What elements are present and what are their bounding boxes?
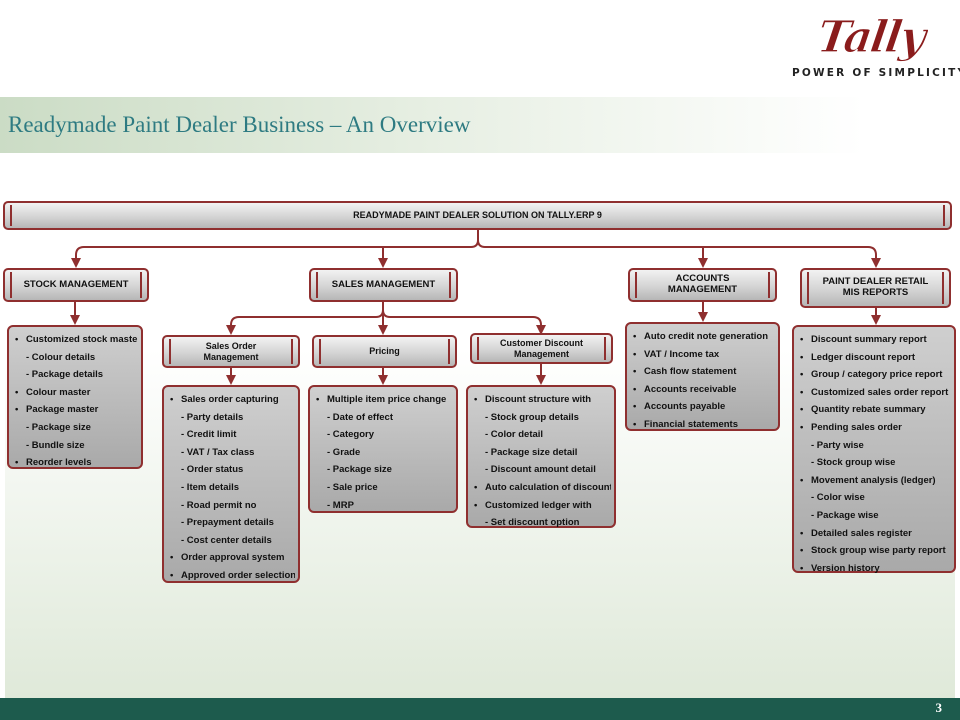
list-item: Order approval system [170,549,295,567]
list-subitem: - Package details [26,369,104,381]
list-subitem: - Package wise [811,509,879,521]
sales-order-list: Sales order capturing - Party details - Cr… [162,385,300,583]
list-subitem: - Party details [181,411,244,423]
customer-discount-list: Discount structure with - Stock group det… [466,385,616,528]
svg-text:Tally: Tally [818,11,928,63]
list-item: Multiple item price change [316,391,453,409]
list-item: Version history [800,560,951,578]
list-item: Customized stock master [15,331,138,349]
list-item: Pending sales order [800,419,951,437]
list-subitem: - Bundle size [26,439,85,451]
list-subitem: - Color wise [811,492,865,504]
list-item: Auto credit note generation [633,328,775,346]
list-subitem: - Party wise [811,439,864,451]
sales-order-management-header: Sales Order Management [162,335,300,368]
list-subitem: - Colour details [26,351,96,363]
list-item: Discount summary report [800,331,951,349]
list-item: Stock group wise party report [800,542,951,560]
list-item: Accounts payable [633,398,775,416]
list-subitem: - Road permit no [181,499,257,511]
list-subitem: - MRP [327,499,354,511]
list-subitem: - Prepayment details [181,517,274,529]
list-item: Accounts receivable [633,381,775,399]
list-subitem: - Package size [26,421,91,433]
list-item: Movement analysis (ledger) [800,472,951,490]
list-item: Package master [15,401,138,419]
page-number: 3 [935,700,943,715]
list-subitem: - Order status [181,464,244,476]
list-item: VAT / Income tax [633,346,775,364]
list-item: Ledger discount report [800,349,951,367]
footer-bar [0,698,960,720]
list-item: Auto calculation of discount [474,479,611,497]
list-subitem: - VAT / Tax class [181,446,255,458]
mis-reports-list: Discount summary reportLedger discount r… [792,325,956,574]
logo-tagline: POWER OF SIMPLICITY [792,67,960,79]
list-subitem: - Stock group details [485,411,579,423]
mis-reports-header: PAINT DEALER RETAIL MIS REPORTS [800,268,951,308]
pricing-header: Pricing [312,335,457,368]
list-subitem: - Package size detail [485,446,578,458]
list-subitem: - Category [327,429,374,441]
list-subitem: - Color detail [485,429,544,441]
list-item: Approved order selection [170,567,295,585]
accounts-list: Auto credit note generationVAT / Income … [625,322,780,431]
list-item: Customized sales order report [800,384,951,402]
list-item: Cash flow statement [633,363,775,381]
list-subitem: - Set discount option [485,517,580,529]
page-title: Readymade Paint Dealer Business – An Ove… [8,112,471,137]
list-item: Reorder levels [15,454,138,472]
list-item: Quantity rebate summary [800,401,951,419]
list-subitem: - Sale price [327,481,378,493]
list-item: Sales order capturing [170,391,295,409]
stock-management-list: Customized stock master - Colour details -… [7,325,143,469]
accounts-management-header: ACCOUNTS MANAGEMENT [628,268,777,302]
stock-management-header: STOCK MANAGEMENT [3,268,149,302]
root-solution-header: READYMADE PAINT DEALER SOLUTION ON TALLY… [3,201,952,230]
list-subitem: - Discount amount detail [485,464,596,476]
list-item: Group / category price report [800,366,951,384]
pricing-list: Multiple item price change - Date of effe… [308,385,458,513]
list-item: Colour master [15,384,138,402]
list-subitem: - Date of effect [327,411,393,423]
title-band [0,97,960,153]
list-subitem: - Stock group wise [811,457,896,469]
list-subitem: - Item details [181,481,240,493]
customer-discount-management-header: Customer Discount Management [470,333,613,364]
list-subitem: - Grade [327,446,361,458]
list-item: Customized ledger with [474,497,611,515]
list-subitem: - Package size [327,464,392,476]
list-subitem: - Credit limit [181,429,237,441]
list-subitem: - Cost center details [181,534,272,546]
sales-management-header: SALES MANAGEMENT [309,268,458,302]
list-item: Financial statements [633,416,775,434]
list-item: Discount structure with [474,391,611,409]
list-item: Detailed sales register [800,525,951,543]
tally-logo: Tally [818,11,928,64]
